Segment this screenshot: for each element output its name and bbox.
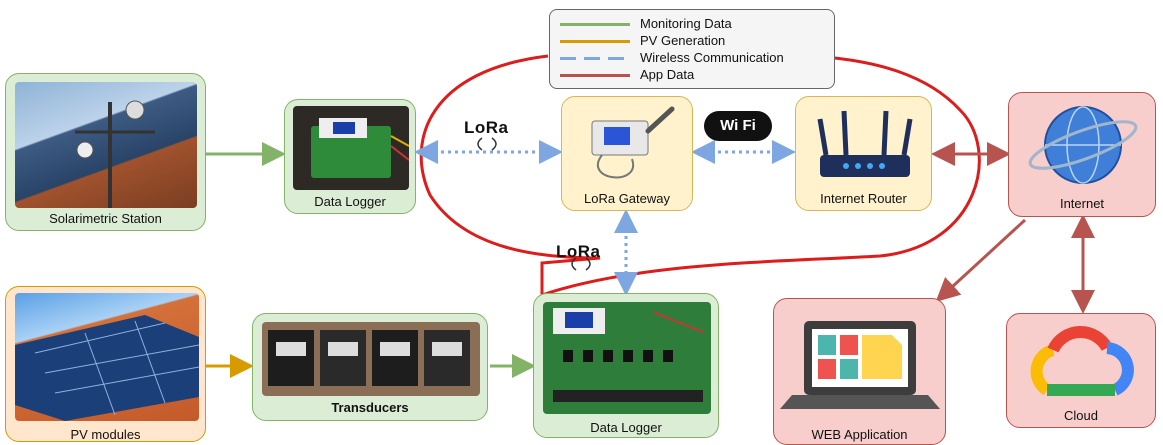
- pv-modules-label: PV modules: [70, 427, 141, 442]
- wifi-badge: Wi Fi: [704, 111, 772, 141]
- internet-router-label: Internet Router: [820, 191, 907, 206]
- internet-router-node: Internet Router: [795, 96, 932, 211]
- lora-gateway-label: LoRa Gateway: [584, 191, 670, 206]
- data-logger-bottom-label: Data Logger: [590, 420, 662, 435]
- internet-label: Internet: [1059, 196, 1105, 211]
- router-icon: [817, 110, 913, 177]
- web-application-label: WEB Application: [811, 427, 908, 442]
- globe-icon: [1028, 106, 1138, 184]
- data-logger-bottom-node: Data Logger: [533, 293, 719, 438]
- legend: Monitoring Data PV Generation Wireless C…: [549, 9, 835, 89]
- lora-badge-top: LoRa: [458, 118, 538, 152]
- lora-text: LoRa: [556, 242, 601, 261]
- data-logger-top-label: Data Logger: [314, 194, 386, 209]
- lora-network-boundary: [419, 54, 981, 298]
- cloud-node: Cloud: [1006, 313, 1156, 428]
- data-logger-top-photo: [293, 106, 409, 190]
- transducers-label: Transducers: [331, 400, 409, 415]
- wifi-text: Wi Fi: [720, 117, 756, 134]
- solarimetric-station-photo: [15, 82, 197, 208]
- pv-modules-node: PV modules: [5, 286, 206, 442]
- lora-gateway-node: LoRa Gateway: [561, 96, 693, 211]
- transducers-node: Transducers: [252, 313, 488, 421]
- wireless-waves-icon: [571, 257, 591, 271]
- laptop-icon: [780, 321, 940, 409]
- lora-gateway-icon: [591, 106, 675, 179]
- internet-node: Internet: [1008, 92, 1156, 217]
- web-application-node: WEB Application: [773, 298, 946, 445]
- data-logger-bottom-photo: [543, 302, 711, 414]
- lora-badge-bottom: LoRa: [556, 236, 636, 271]
- cloud-icon: [1030, 326, 1134, 396]
- transducers-photo: [262, 322, 480, 396]
- lora-text: LoRa: [464, 118, 509, 137]
- solarimetric-station-label: Solarimetric Station: [49, 211, 162, 226]
- data-logger-top-node: Data Logger: [284, 99, 416, 214]
- pv-modules-photo: [15, 293, 199, 421]
- cloud-label: Cloud: [1064, 408, 1098, 423]
- app-internet-webapp: [935, 218, 1027, 303]
- wireless-waves-icon: [477, 137, 497, 151]
- solarimetric-station-node: Solarimetric Station: [5, 73, 206, 231]
